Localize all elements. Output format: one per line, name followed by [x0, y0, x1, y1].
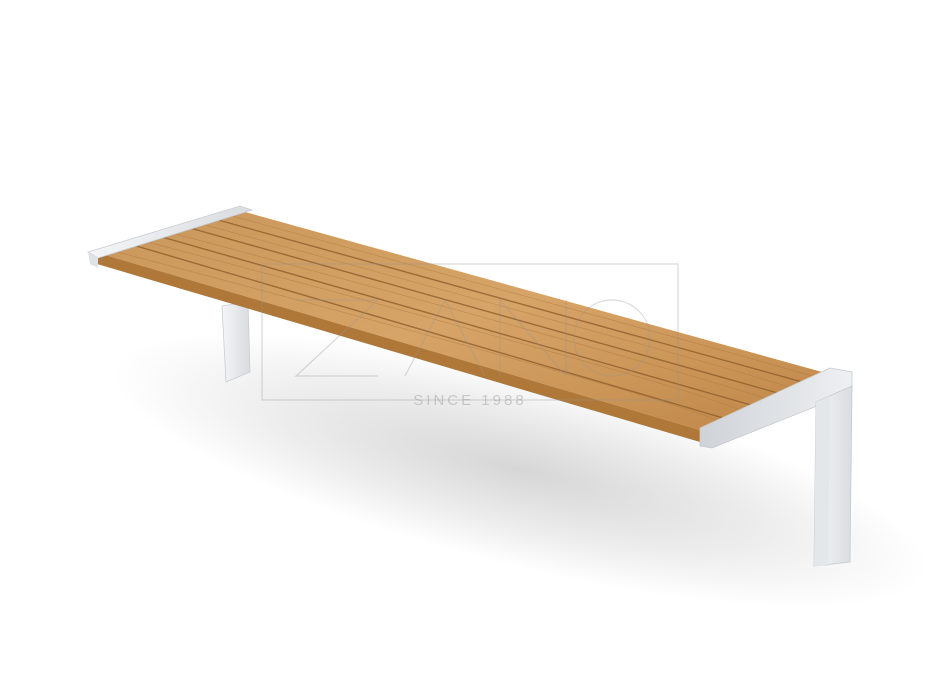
watermark-tagline: SINCE 1988	[413, 392, 527, 409]
seat-front-edge	[95, 252, 700, 442]
slat-gaps	[125, 217, 807, 421]
wood-grain	[109, 213, 816, 423]
back-leg	[221, 301, 251, 383]
front-leg-side	[814, 396, 830, 566]
ground-shadow	[111, 332, 929, 608]
left-end-cap-face	[88, 252, 98, 268]
seat-top	[95, 210, 822, 430]
watermark-logo	[261, 263, 679, 401]
